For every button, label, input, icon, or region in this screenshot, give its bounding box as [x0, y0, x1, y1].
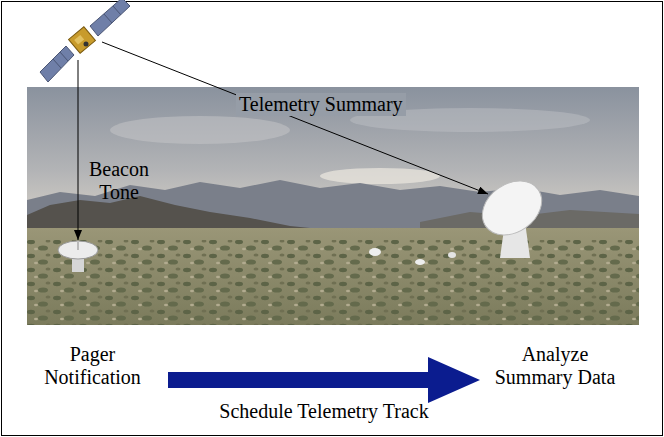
- desert-photo: [27, 87, 639, 325]
- flow-arrow: [168, 357, 480, 403]
- telemetry-line: [102, 42, 488, 194]
- satellite-icon: [40, 0, 130, 82]
- flow-step: Analyze Summary Data: [490, 343, 620, 389]
- diagram-label: Beacon Tone: [82, 158, 156, 204]
- diagram-label: Telemetry Summary: [236, 93, 406, 116]
- step-text: Pager Notification: [25, 343, 160, 389]
- flow-step: Pager Notification: [25, 343, 160, 389]
- edge-label: Schedule Telemetry Track: [219, 400, 428, 423]
- step-text: Analyze Summary Data: [490, 343, 620, 389]
- beacon-line: [78, 60, 79, 240]
